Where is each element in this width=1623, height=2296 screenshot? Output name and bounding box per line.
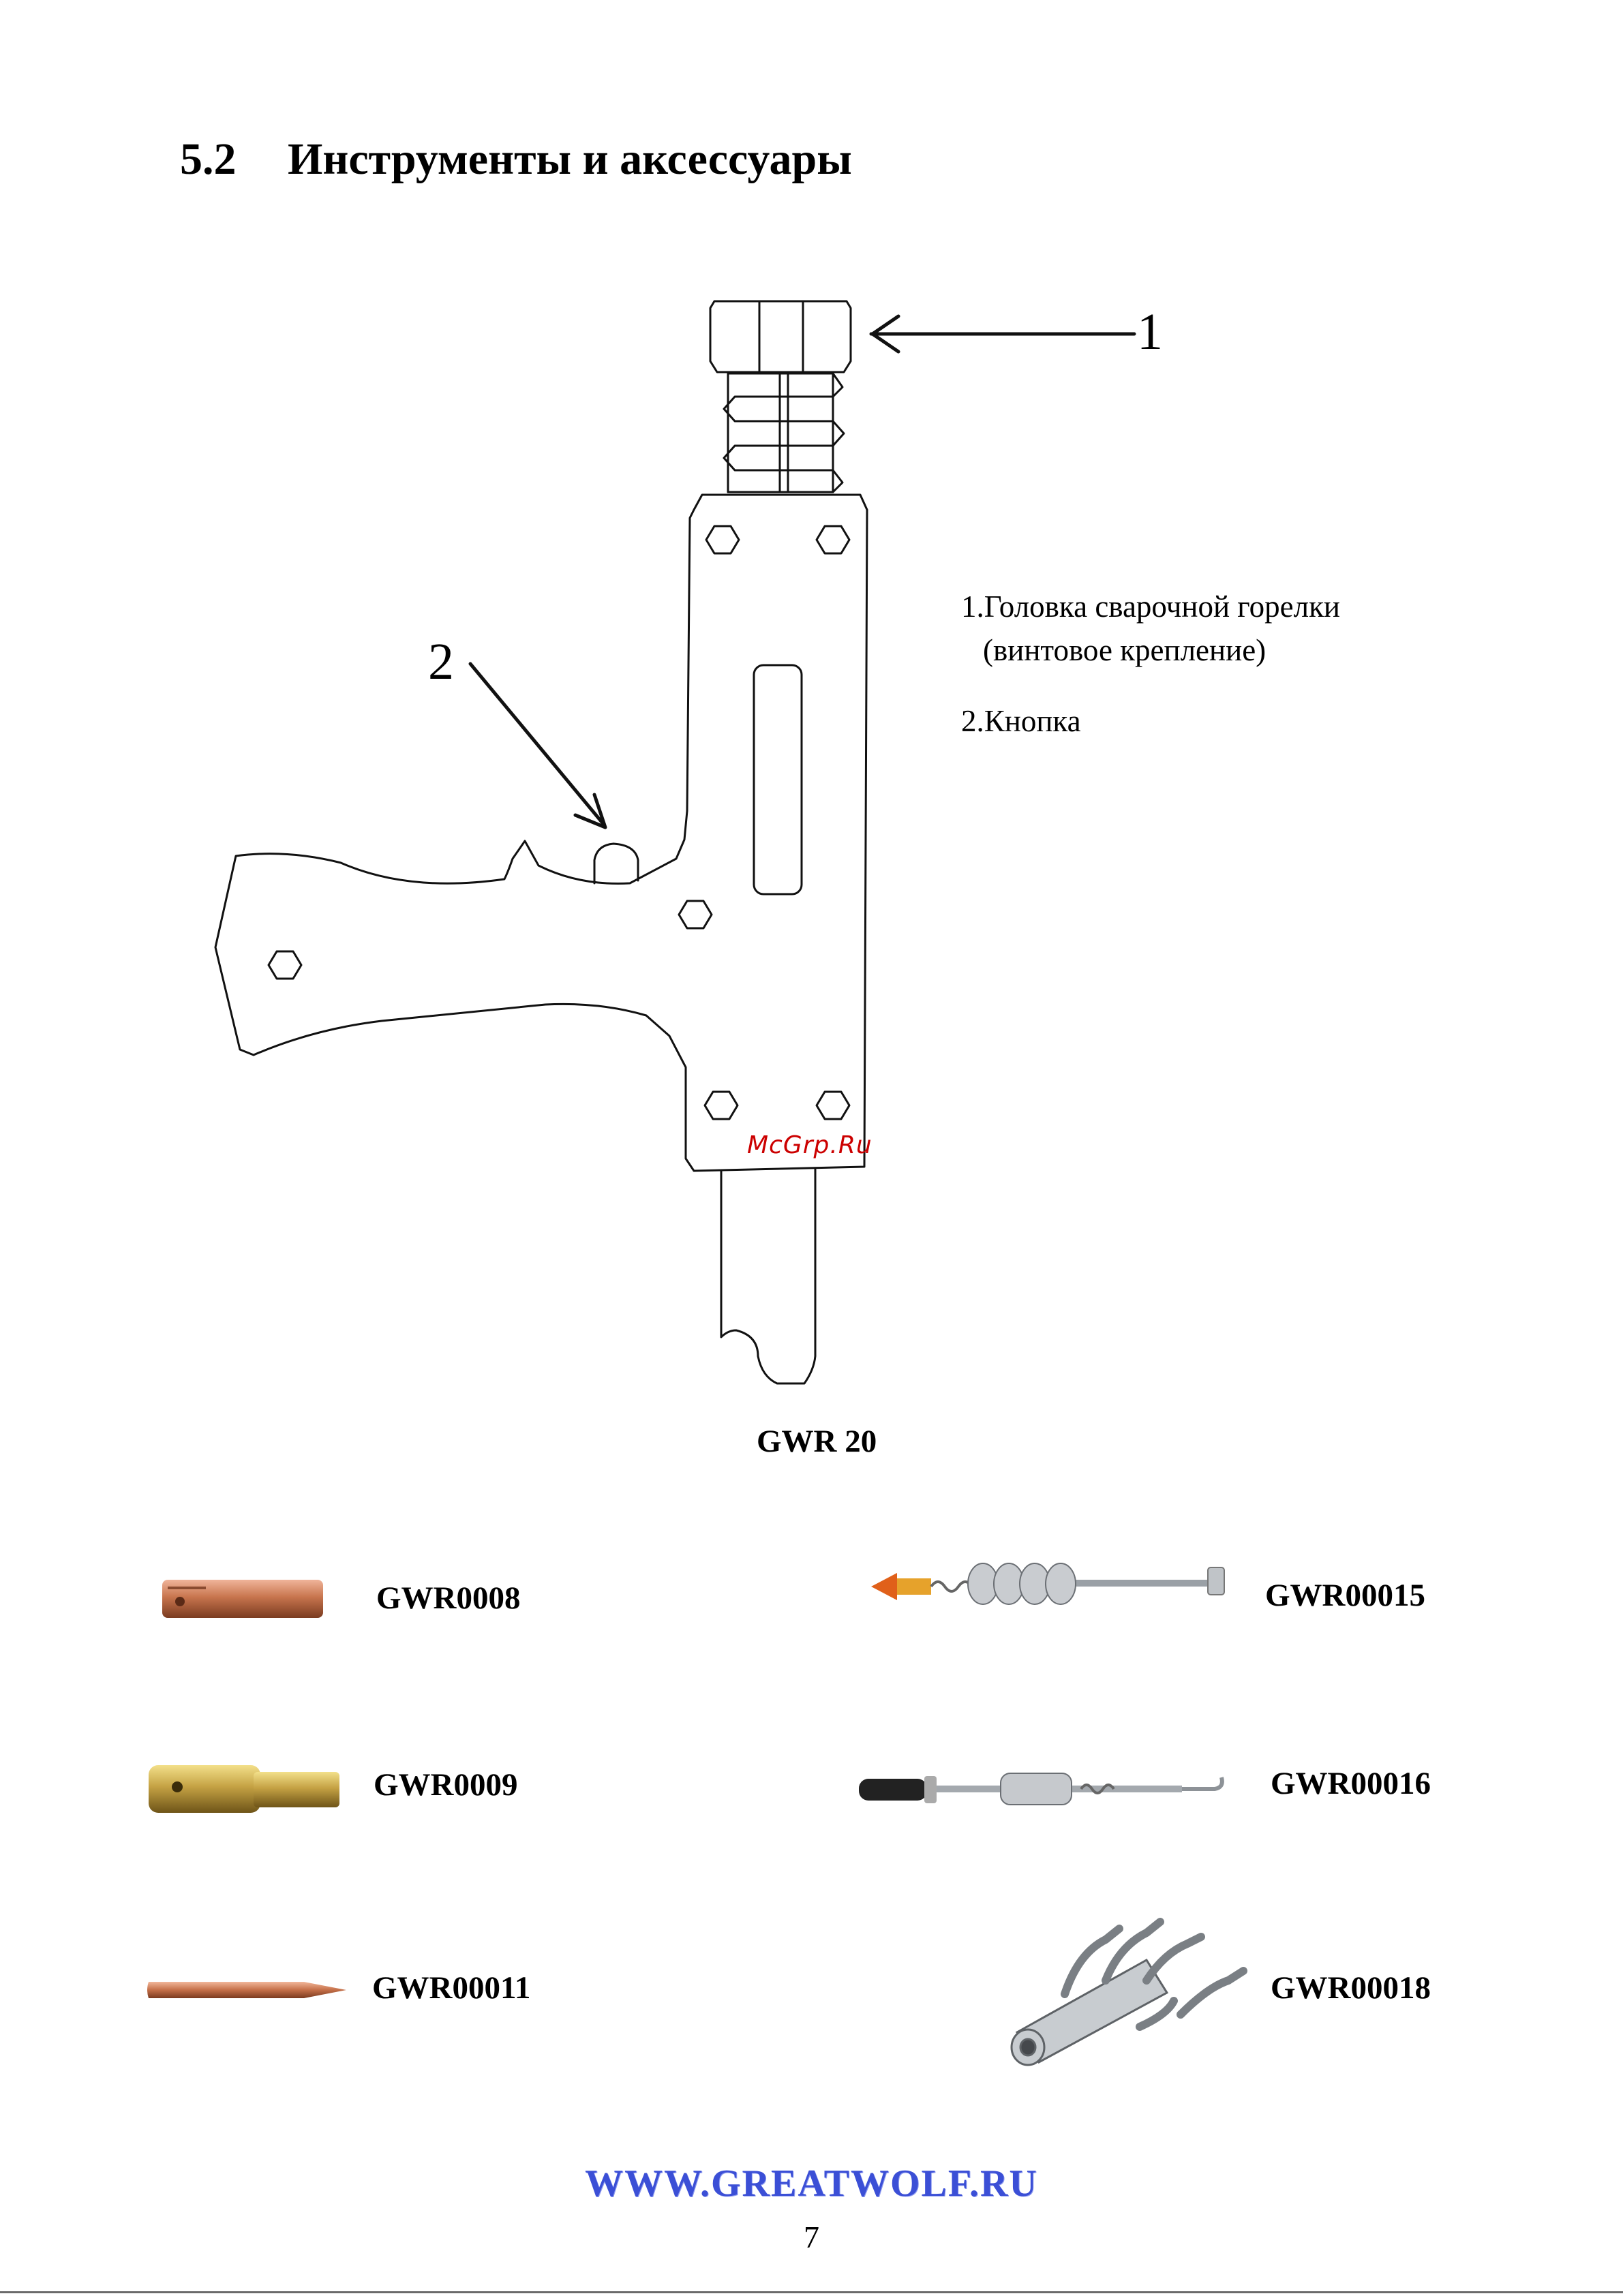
website-url[interactable]: WWW.GREATWOLF.RU [0,2162,1623,2205]
gun-body [215,495,867,1171]
accessory-copper-tip-icon [146,1976,350,2004]
bottom-divider [0,2291,1623,2293]
legend-item-1: 1.Головка сварочной горелки [961,585,1340,628]
accessory-slide-hammer-arrow-icon [867,1547,1227,1622]
accessory-code: GWR0009 [374,1766,518,1803]
watermark: McGrp.Ru [747,1131,873,1159]
accessory-slide-hammer-hook-icon [856,1765,1232,1813]
callout-1: 1 [1137,303,1163,361]
trigger-button [594,844,638,883]
welding-gun-diagram: 1 2 [0,0,1623,1431]
legend-item-1-detail: (винтовое крепление) [961,628,1340,672]
legend-item-2: 2.Кнопка [961,699,1340,743]
body-slot [754,665,802,894]
accessory-code: GWR0008 [376,1580,521,1617]
accessory-code: GWR00016 [1271,1765,1431,1802]
model-label: GWR 20 [757,1423,877,1460]
accessory-code: GWR00018 [1271,1970,1431,2006]
accessory-code: GWR00015 [1265,1577,1425,1614]
page-number: 7 [0,2219,1623,2255]
lower-barrel [721,1169,815,1383]
accessory-multi-hook-puller-icon [1003,1912,1260,2066]
callout-2: 2 [428,633,454,690]
accessory-copper-sleeve-icon [158,1574,327,1623]
legend: 1.Головка сварочной горелки (винтовое кр… [961,585,1340,743]
accessory-code: GWR00011 [372,1970,530,2006]
accessory-brass-sleeve-icon [145,1761,344,1817]
torch-head [710,301,851,372]
